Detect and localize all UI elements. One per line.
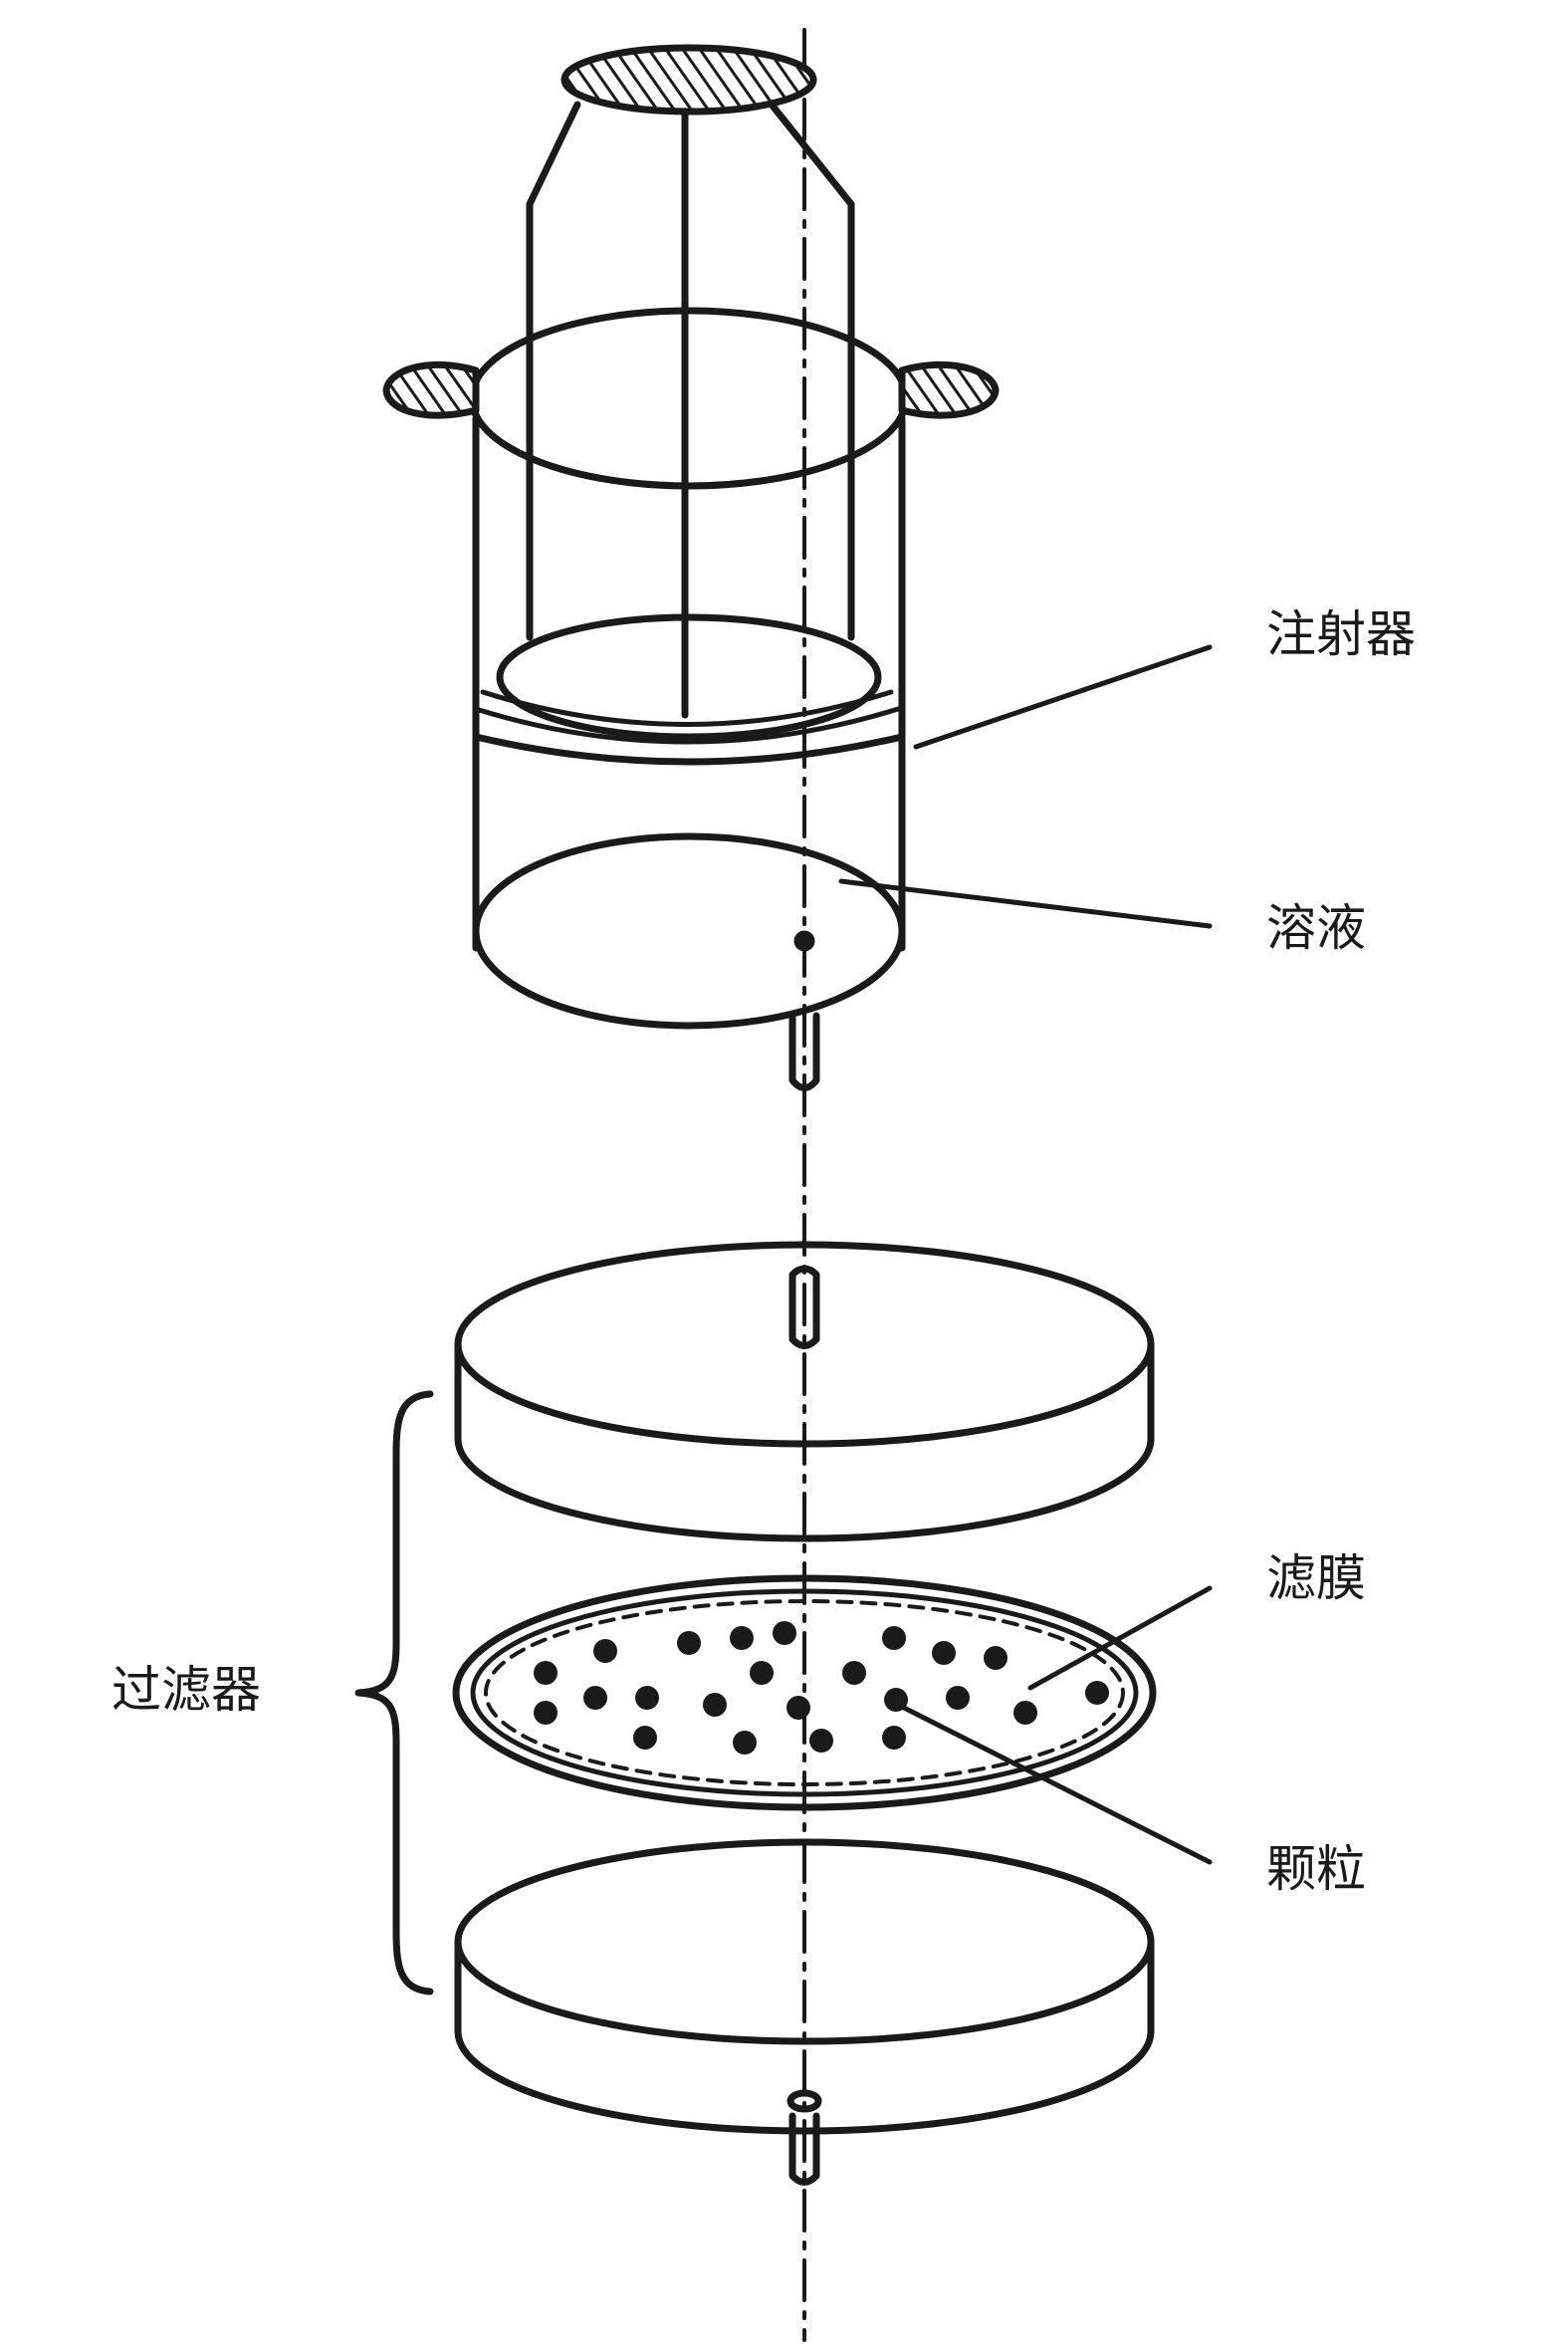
inlet-port [788,1265,820,1349]
membrane-leader-line [1027,1585,1213,1691]
lower-filter-housing [454,1838,1155,2186]
solution-leader-line [838,878,1213,929]
barrel-top-rim [468,307,910,490]
outlet-opening [786,2089,822,2113]
filter-label: 过滤器 [112,1661,261,1719]
plunger [473,44,901,745]
syringe-tip [788,1012,820,1091]
syringe-leader-line [913,644,1213,750]
filter-membrane [452,1574,1157,1811]
particle-label: 颗粒 [1266,1840,1366,1898]
syringe-barrel [382,307,1000,1091]
plunger-piston [496,613,882,741]
filter-brace [354,1390,434,1996]
left-finger-flange [382,360,480,419]
plunger-thumb-rest [560,44,817,116]
solution-label: 溶液 [1266,899,1366,957]
solution-surface [472,832,906,1030]
particle-leader-line [901,1705,1213,1865]
nozzle-opening [793,930,815,952]
particles [534,1621,1109,1755]
outlet-port [788,2112,820,2186]
right-finger-flange [898,360,1000,419]
upper-filter-housing [454,1241,1155,1542]
syringe-label: 注射器 [1266,605,1416,663]
membrane-label: 滤膜 [1266,1549,1366,1607]
